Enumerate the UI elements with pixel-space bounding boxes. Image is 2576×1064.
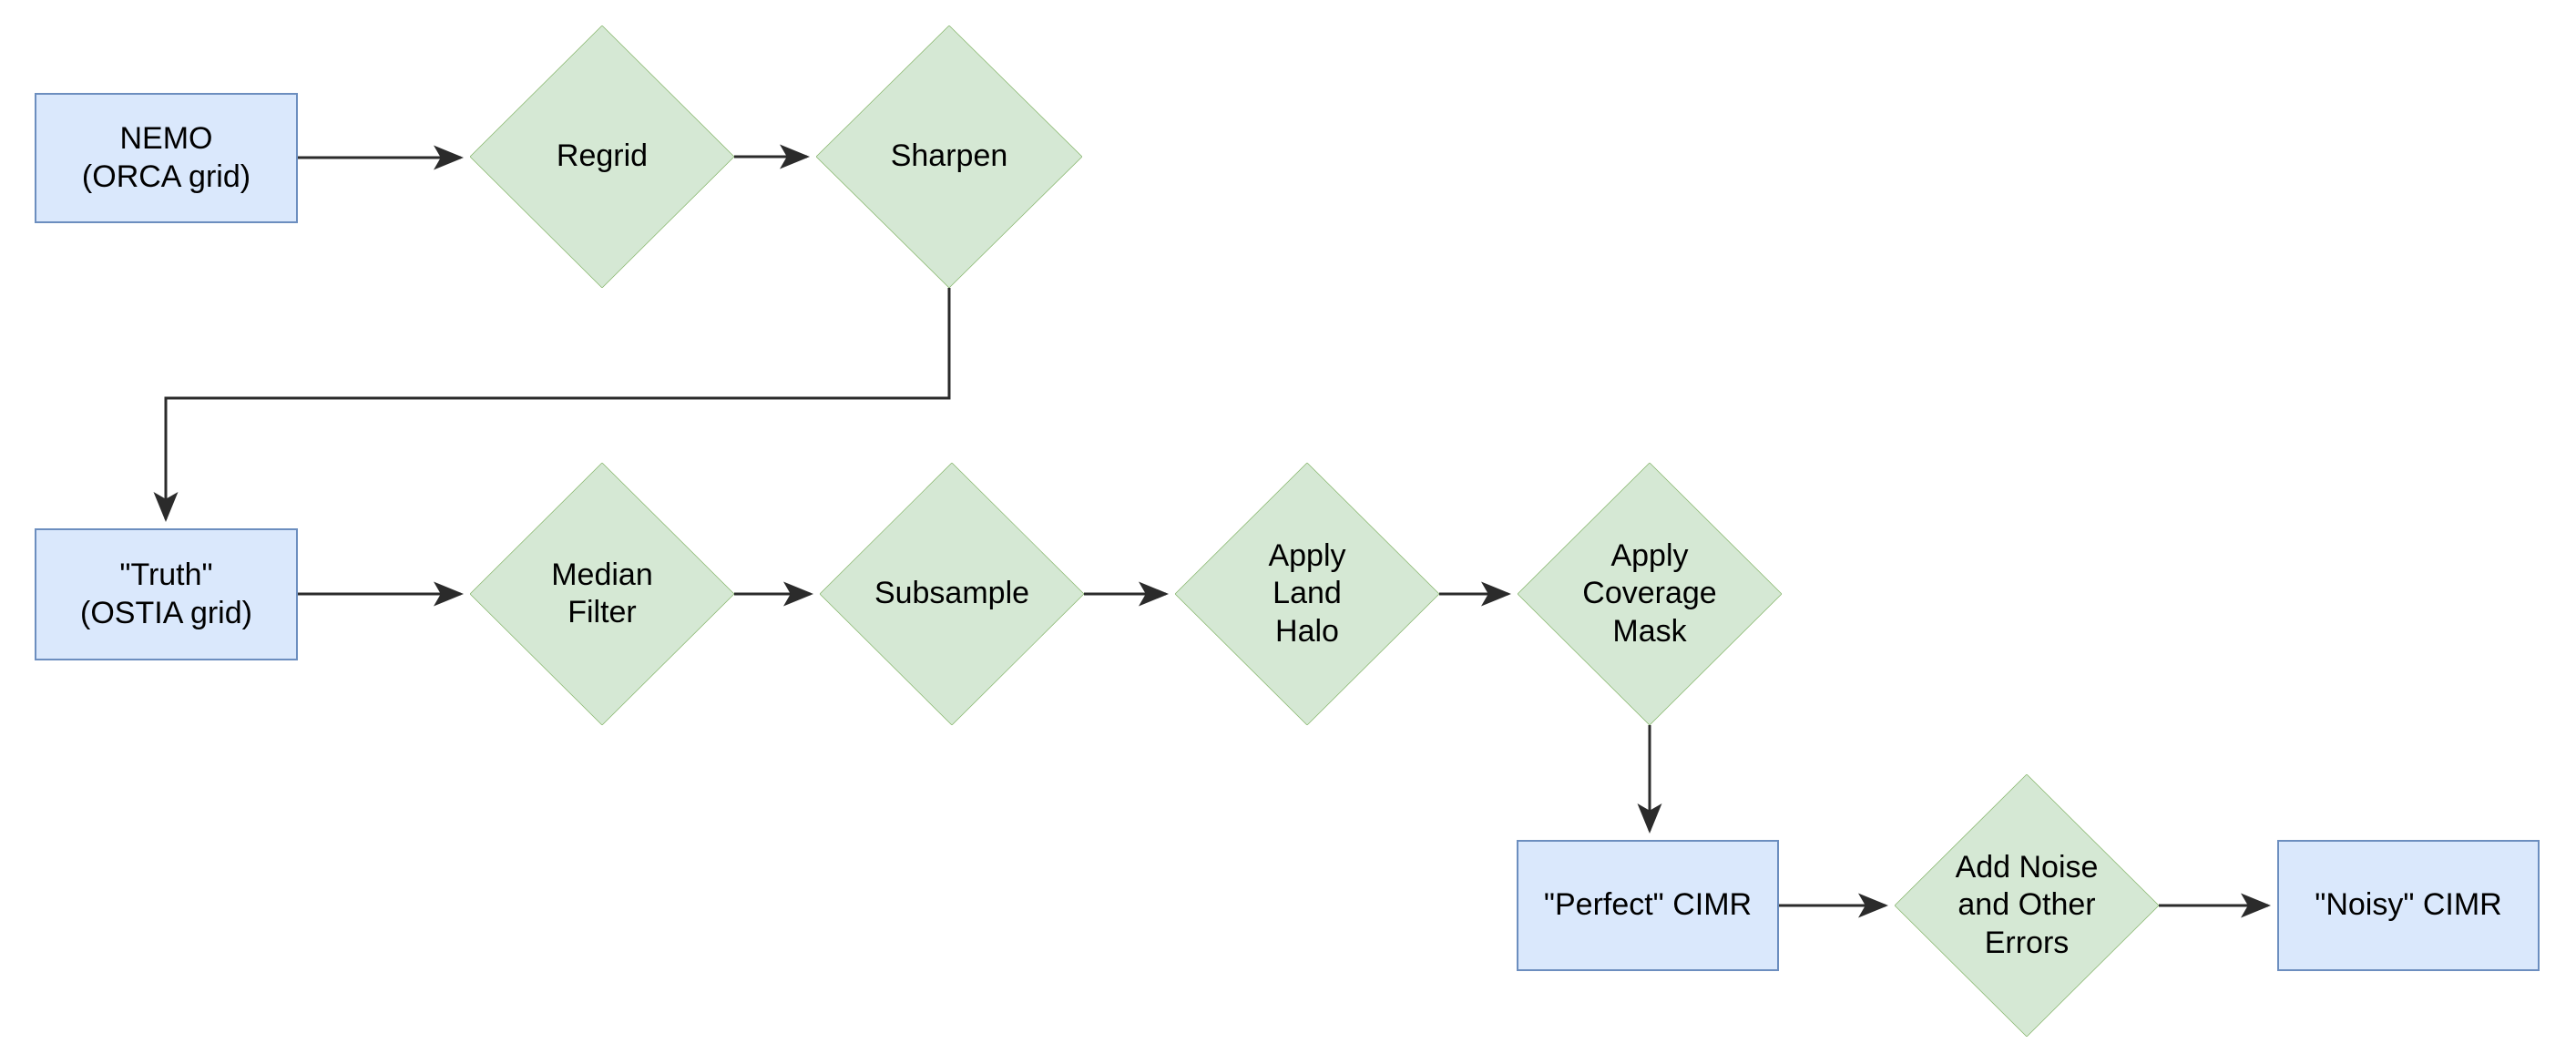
diamond-shape-apply-land-halo (1175, 463, 1439, 725)
node-add-noise[interactable]: Add Noise and Other Errors (1895, 774, 2159, 1037)
node-subsample[interactable]: Subsample (820, 463, 1084, 725)
diamond-shape-median-filter (470, 463, 734, 725)
node-label-sharpen: Sharpen (890, 138, 1008, 174)
node-label-perfect-cimr: "Perfect" CIMR (1543, 887, 1753, 923)
node-label-apply-coverage-mask: Apply Coverage Mask (1582, 537, 1717, 649)
node-label-subsample: Subsample (874, 576, 1030, 611)
diamond-shape-subsample (820, 463, 1084, 725)
node-apply-land-halo[interactable]: Apply Land Halo (1175, 463, 1439, 725)
node-perfect-cimr[interactable]: "Perfect" CIMR (1517, 840, 1779, 971)
diamond-shape-apply-coverage-mask (1518, 463, 1782, 725)
diamond-shape-add-noise (1895, 774, 2159, 1037)
node-label-median-filter: Median Filter (551, 557, 653, 629)
diamond-shape-sharpen (816, 26, 1082, 288)
node-label-truth: "Truth" (OSTIA grid) (80, 558, 252, 630)
node-label-regrid: Regrid (556, 138, 649, 174)
node-label-nemo: NEMO (ORCA grid) (81, 121, 251, 194)
node-regrid[interactable]: Regrid (470, 26, 734, 288)
node-label-noisy-cimr: "Noisy" CIMR (2315, 887, 2502, 923)
node-noisy-cimr[interactable]: "Noisy" CIMR (2277, 840, 2540, 971)
node-apply-coverage-mask[interactable]: Apply Coverage Mask (1518, 463, 1782, 725)
diamond-shape-regrid (470, 26, 734, 288)
node-truth[interactable]: "Truth" (OSTIA grid) (35, 528, 298, 660)
node-label-add-noise: Add Noise and Other Errors (1955, 849, 2099, 960)
node-sharpen[interactable]: Sharpen (816, 26, 1082, 288)
node-nemo[interactable]: NEMO (ORCA grid) (35, 93, 298, 223)
node-median-filter[interactable]: Median Filter (470, 463, 734, 725)
node-label-apply-land-halo: Apply Land Halo (1268, 537, 1346, 649)
